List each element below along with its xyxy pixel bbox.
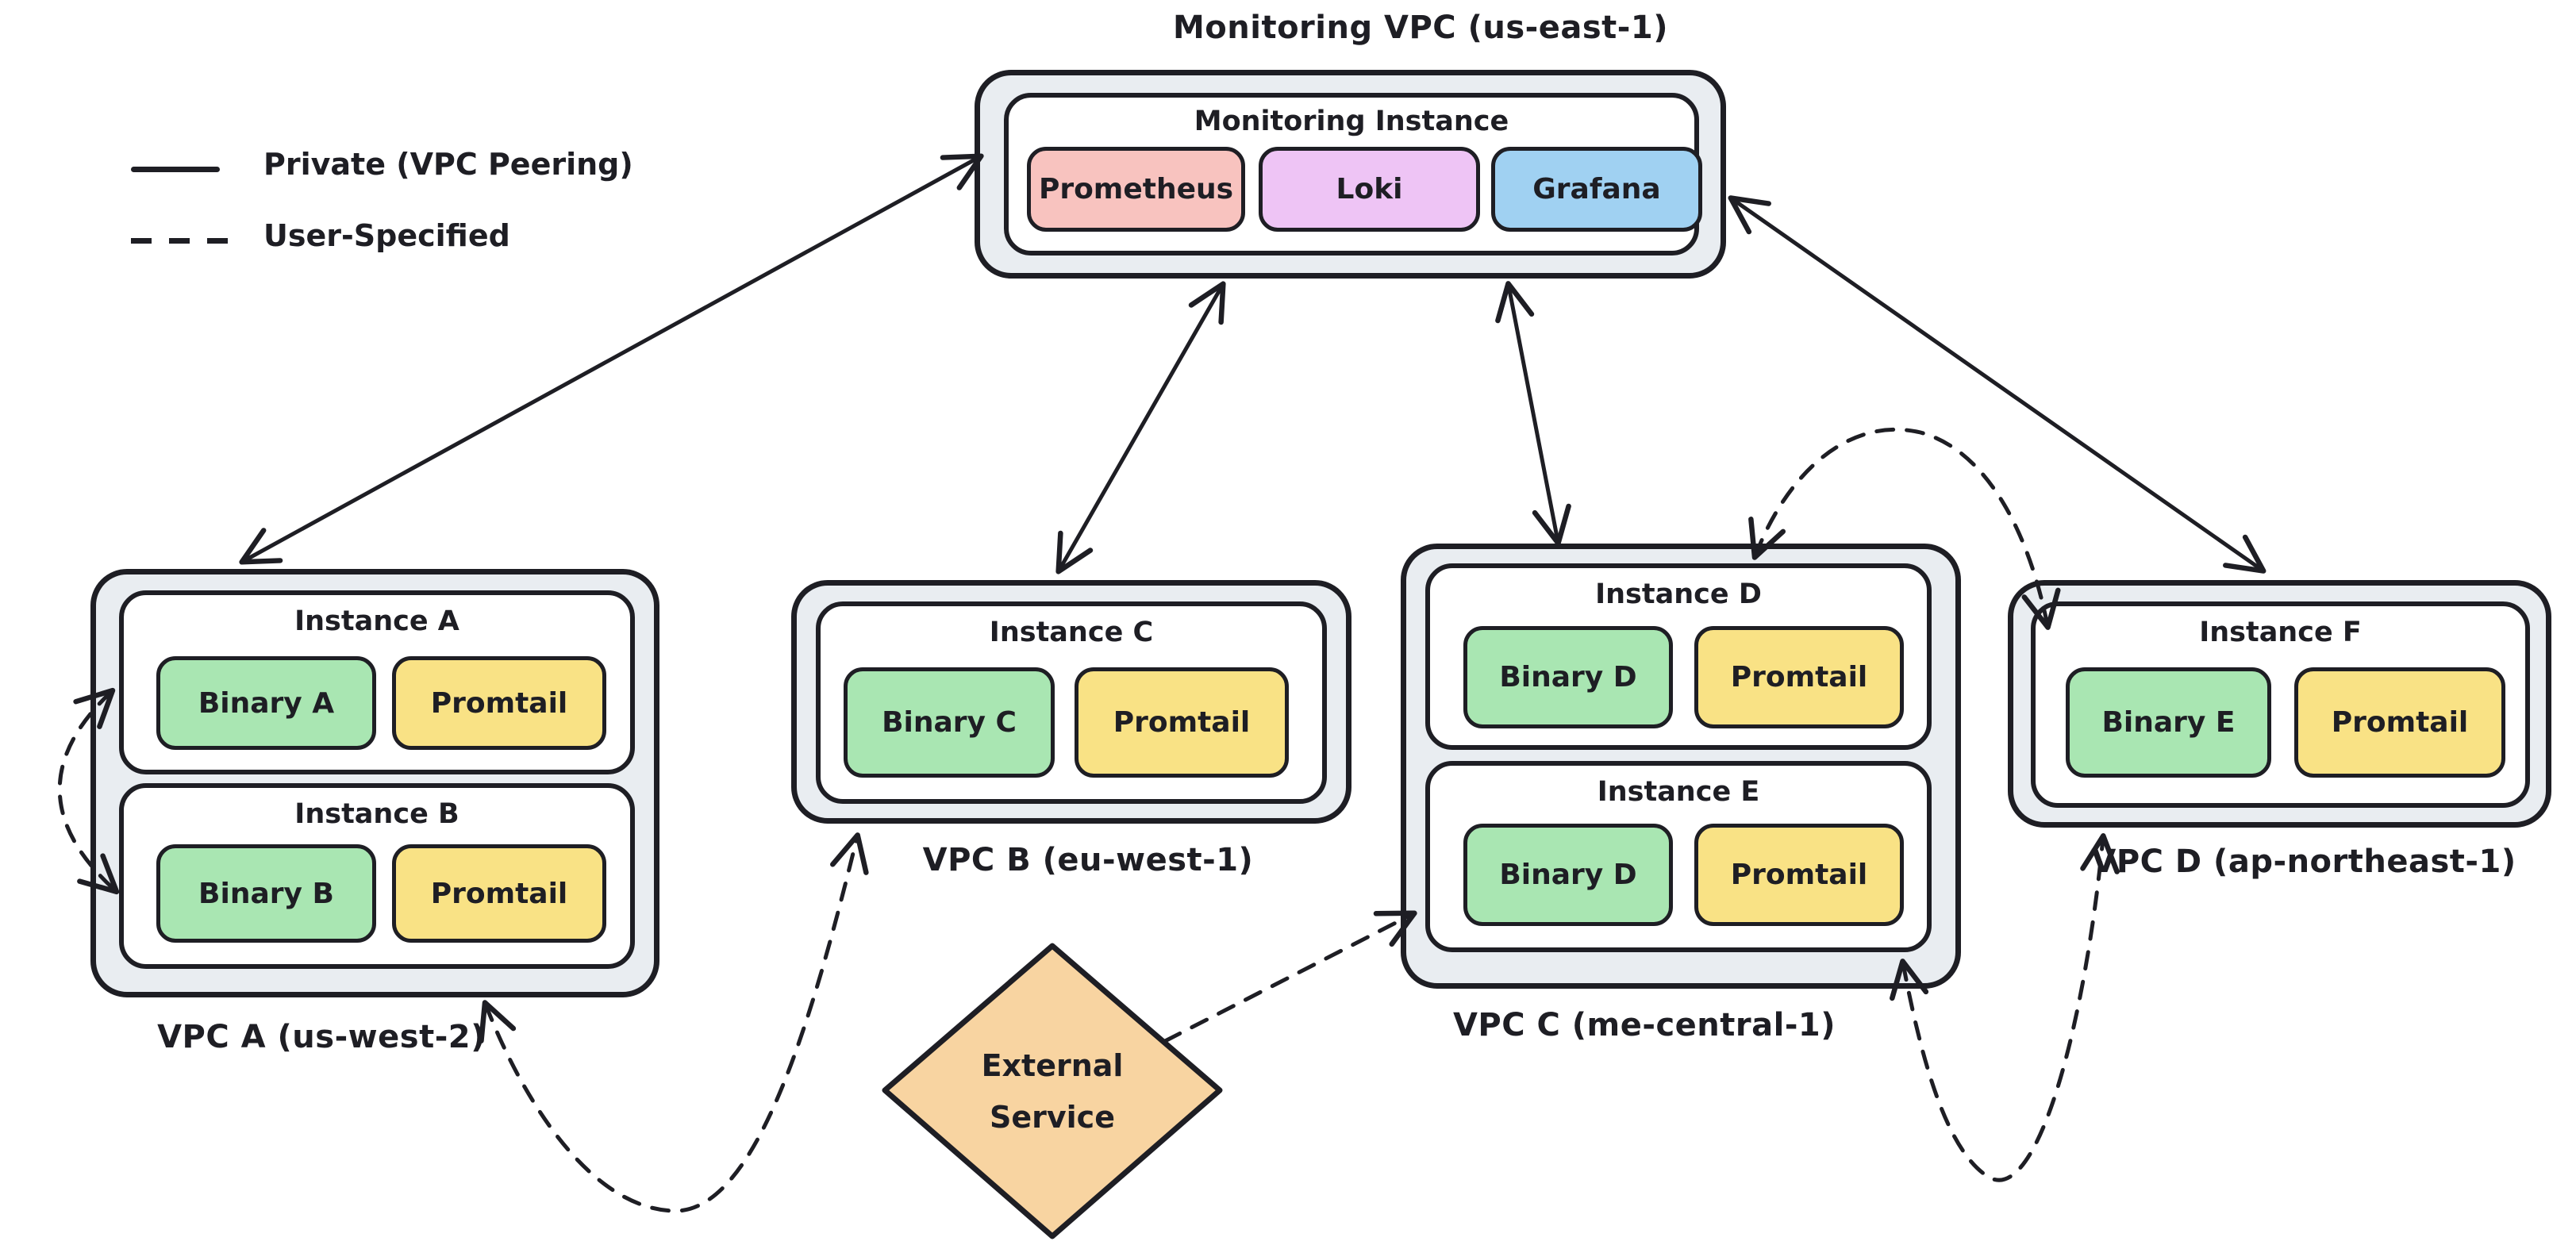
component-promtail-a: Promtail — [392, 656, 606, 750]
instance-f: Instance F Binary E Promtail — [2031, 601, 2530, 808]
component-promtail-e: Promtail — [1694, 824, 1904, 926]
component-promtail-b: Promtail — [392, 844, 606, 943]
monitoring-vpc-title: Monitoring VPC (us-east-1) — [1172, 10, 1669, 46]
edge-monitoring-to-vpc-c — [1495, 281, 1571, 546]
vpc-b-label: VPC B (eu-west-1) — [922, 842, 1254, 878]
component-binary-d: Binary D — [1463, 626, 1673, 728]
vpc-d: Instance F Binary E Promtail — [2008, 580, 2551, 828]
component-promtail-c: Promtail — [1075, 667, 1289, 778]
edge-external-service-to-instance-e — [1163, 910, 1417, 1043]
instance-c: Instance C Binary C Promtail — [816, 601, 1327, 804]
legend-item-user-specified-label: User-Specified — [263, 218, 510, 253]
instance-a: Instance A Binary A Promtail — [119, 590, 635, 774]
vpc-d-label: VPC D (ap-northeast-1) — [2091, 843, 2516, 880]
component-loki: Loki — [1259, 147, 1480, 232]
monitoring-instance-title: Monitoring Instance — [1194, 106, 1509, 137]
component-binary-a: Binary A — [156, 656, 376, 750]
vpc-a: Instance A Binary A Promtail Instance B … — [90, 569, 659, 997]
vpc-c: Instance D Binary D Promtail Instance E … — [1401, 544, 1961, 989]
external-service-label-line1: External — [982, 1048, 1124, 1083]
monitoring-vpc: Monitoring Instance Prometheus Loki Graf… — [975, 70, 1726, 279]
component-grafana: Grafana — [1491, 147, 1702, 232]
instance-d: Instance D Binary D Promtail — [1425, 563, 1932, 750]
legend-dashed-line-sample — [131, 238, 229, 244]
component-binary-b: Binary B — [156, 844, 376, 943]
component-binary-c: Binary C — [844, 667, 1055, 778]
component-binary-e: Binary E — [2066, 667, 2271, 778]
external-service-label-line2: Service — [990, 1100, 1115, 1135]
instance-e-title: Instance E — [1597, 776, 1760, 808]
monitoring-instance: Monitoring Instance Prometheus Loki Graf… — [1004, 93, 1702, 256]
component-promtail-d: Promtail — [1694, 626, 1904, 728]
vpc-a-label: VPC A (us-west-2) — [157, 1019, 486, 1055]
edge-monitoring-to-vpc-d — [1728, 195, 2266, 574]
legend-item-private-label: Private (VPC Peering) — [263, 147, 633, 182]
instance-e: Instance E Binary D Promtail — [1425, 761, 1932, 952]
component-promtail-f: Promtail — [2294, 667, 2505, 778]
instance-d-title: Instance D — [1595, 578, 1762, 610]
vpc-c-label: VPC C (me-central-1) — [1452, 1007, 1836, 1043]
edge-monitoring-to-vpc-b — [1055, 281, 1226, 574]
component-binary-d-instance-e: Binary D — [1463, 824, 1673, 926]
instance-b: Instance B Binary B Promtail — [119, 783, 635, 969]
external-service-diamond — [882, 943, 1223, 1239]
instance-f-title: Instance F — [2199, 617, 2362, 648]
vpc-b: Instance C Binary C Promtail — [791, 580, 1351, 824]
legend-solid-line-sample — [131, 167, 220, 172]
instance-c-title: Instance C — [989, 617, 1154, 648]
instance-b-title: Instance B — [294, 798, 459, 830]
component-prometheus: Prometheus — [1027, 147, 1245, 232]
instance-a-title: Instance A — [294, 605, 459, 637]
